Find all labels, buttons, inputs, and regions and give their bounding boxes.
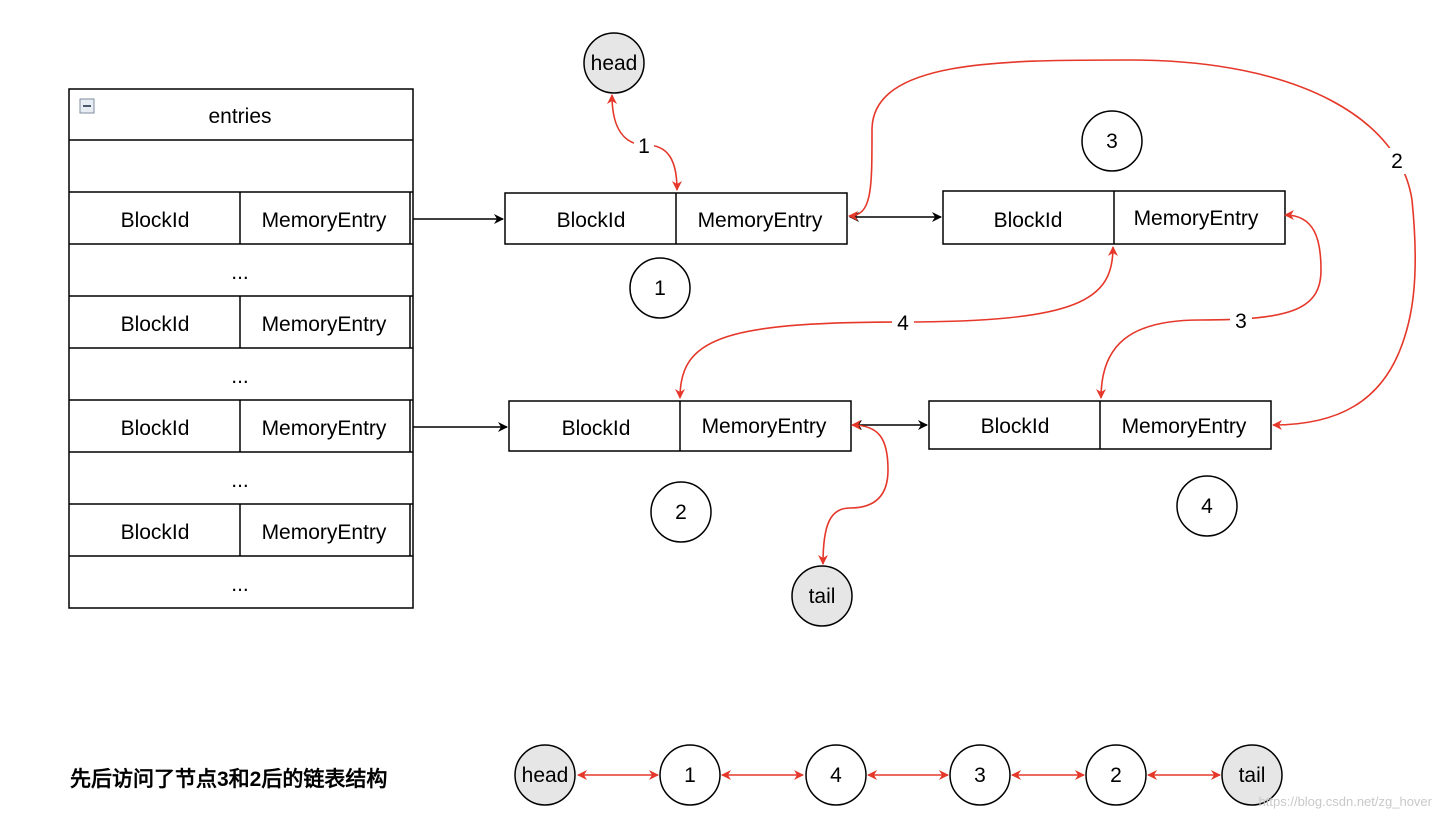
node-blockid: BlockId bbox=[562, 417, 631, 440]
entries-row-memoryentry: MemoryEntry bbox=[262, 209, 387, 232]
edge-node3-node4 bbox=[1096, 210, 1322, 399]
watermark: https://blog.csdn.net/zg_hover bbox=[1259, 794, 1433, 809]
node-blockid: BlockId bbox=[557, 209, 626, 232]
node-box-1: BlockId MemoryEntry bbox=[504, 192, 848, 245]
chain-label: head bbox=[522, 764, 569, 787]
entries-row-memoryentry: MemoryEntry bbox=[262, 313, 387, 336]
chain-node bbox=[805, 744, 867, 806]
edge-label: 4 bbox=[897, 312, 909, 335]
chain-label: 1 bbox=[684, 764, 696, 787]
entries-header: entries bbox=[69, 98, 413, 141]
edge-node1-node4 bbox=[848, 59, 1416, 430]
bottom-caption: 先后访问了节点3和2后的链表结构 bbox=[70, 767, 387, 791]
chain-label: tail bbox=[1239, 764, 1266, 787]
node-box-3: BlockId MemoryEntry bbox=[942, 190, 1286, 245]
entries-row-memoryentry: MemoryEntry bbox=[262, 521, 387, 544]
edge-label: 1 bbox=[638, 135, 650, 158]
node-blockid: BlockId bbox=[994, 209, 1063, 232]
entries-row-blockid: BlockId bbox=[121, 313, 190, 336]
entries-row-dividers bbox=[69, 191, 413, 557]
entries-title: entries bbox=[208, 105, 271, 128]
badge-circle-4 bbox=[1176, 475, 1238, 537]
entries-row-memoryentry: MemoryEntry bbox=[262, 417, 387, 440]
node-badges bbox=[629, 110, 1238, 543]
minus-square-icon[interactable] bbox=[79, 98, 95, 114]
chain-node-tail bbox=[1221, 744, 1283, 806]
badge-label: 2 bbox=[675, 501, 687, 524]
node-box-2: BlockId MemoryEntry bbox=[508, 400, 852, 452]
node-blockid: BlockId bbox=[981, 415, 1050, 438]
edge-label: 3 bbox=[1235, 310, 1247, 333]
entries-row-blockid: BlockId bbox=[121, 521, 190, 544]
entries-row-ellipsis: ... bbox=[231, 469, 249, 492]
entries-row-blockid: BlockId bbox=[121, 417, 190, 440]
edge-labels: 1 2 3 4 bbox=[634, 134, 1408, 336]
head-label: head bbox=[591, 52, 638, 75]
entries-table: entries BlockId MemoryEntry bbox=[68, 88, 414, 609]
badge-circle-3 bbox=[1081, 110, 1143, 172]
node-memoryentry: MemoryEntry bbox=[702, 415, 827, 438]
tail-label: tail bbox=[809, 585, 836, 608]
edge-label: 2 bbox=[1391, 150, 1403, 173]
chain-node-head bbox=[514, 744, 576, 806]
entries-row-ellipsis: ... bbox=[231, 261, 249, 284]
chain-label: 2 bbox=[1110, 764, 1122, 787]
edge-node2-tail bbox=[818, 420, 889, 565]
node-memoryentry: MemoryEntry bbox=[1122, 415, 1247, 438]
red-edges bbox=[607, 59, 1416, 565]
node-memoryentry: MemoryEntry bbox=[698, 209, 823, 232]
head-pointer: head bbox=[583, 32, 645, 94]
chain-label: 4 bbox=[830, 764, 842, 787]
badge-circle-2 bbox=[650, 481, 712, 543]
bottom-chain bbox=[514, 744, 1283, 806]
node-memoryentry: MemoryEntry bbox=[1134, 207, 1259, 230]
chain-node bbox=[949, 744, 1011, 806]
badge-label: 3 bbox=[1106, 130, 1118, 153]
node-box-4: BlockId MemoryEntry bbox=[928, 400, 1272, 450]
badge-label: 1 bbox=[654, 277, 666, 300]
chain-label: 3 bbox=[974, 764, 986, 787]
entries-row-blockid: BlockId bbox=[121, 209, 190, 232]
entries-row-ellipsis: ... bbox=[231, 573, 249, 596]
badge-label: 4 bbox=[1201, 495, 1213, 518]
tail-pointer: tail bbox=[791, 565, 853, 627]
entries-row-ellipsis: ... bbox=[231, 365, 249, 388]
chain-node bbox=[659, 744, 721, 806]
chain-node bbox=[1085, 744, 1147, 806]
